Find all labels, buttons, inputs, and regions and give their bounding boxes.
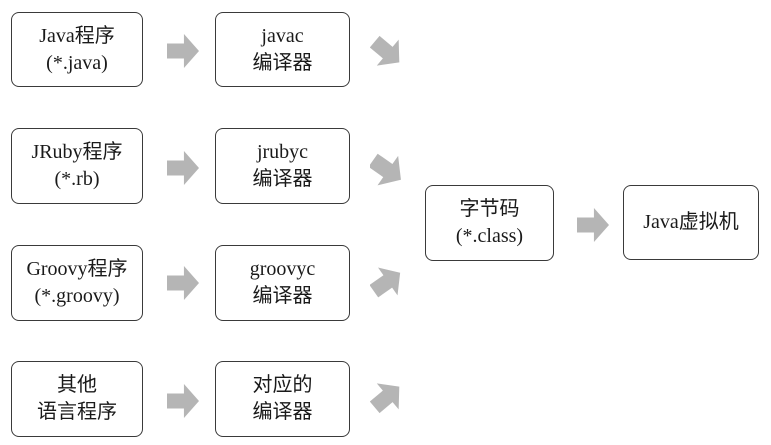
bytecode-ext: (*.class) <box>455 225 524 247</box>
groovyc-compiler-label: 编译器 <box>252 285 313 307</box>
java-program-label: Java程序 <box>39 24 115 47</box>
arrow-down-right-icon <box>370 35 404 69</box>
arrow-right-icon <box>167 266 199 300</box>
javac-compiler-name: javac <box>261 24 304 47</box>
arrow-up-right-icon <box>370 265 404 299</box>
other-program-sublabel: 语言程序 <box>37 401 117 423</box>
groovy-program-label: Groovy程序 <box>26 258 128 280</box>
java-program-box: Java程序 (*.java) <box>11 12 143 87</box>
other-compiler-label: 编译器 <box>252 401 313 423</box>
groovy-program-box: Groovy程序 (*.groovy) <box>11 245 143 321</box>
jruby-program-label: JRuby程序 <box>31 141 123 163</box>
jruby-program-ext: (*.rb) <box>54 168 100 190</box>
arrow-up-right-icon <box>370 380 404 414</box>
jrubyc-compiler-name: jrubyc <box>256 141 309 163</box>
arrow-right-icon <box>167 34 199 68</box>
other-compiler-box: 对应的 编译器 <box>215 361 350 437</box>
arrow-down-right-icon <box>370 152 404 188</box>
other-program-box: 其他 语言程序 <box>11 361 143 437</box>
javac-compiler-box: javac 编译器 <box>215 12 350 87</box>
bytecode-box: 字节码 (*.class) <box>425 185 554 261</box>
jrubyc-compiler-box: jrubyc 编译器 <box>215 128 350 204</box>
other-compiler-name: 对应的 <box>252 374 313 396</box>
bytecode-label: 字节码 <box>459 198 520 220</box>
arrow-right-icon <box>167 384 199 418</box>
groovy-program-ext: (*.groovy) <box>34 285 120 307</box>
arrow-right-icon <box>167 151 199 185</box>
jvm-label: Java虚拟机 <box>643 211 739 233</box>
other-program-label: 其他 <box>57 374 97 396</box>
arrow-right-icon <box>577 207 609 243</box>
java-program-ext: (*.java) <box>46 51 108 74</box>
javac-compiler-label: 编译器 <box>252 51 313 74</box>
jrubyc-compiler-label: 编译器 <box>252 168 313 190</box>
jvm-box: Java虚拟机 <box>623 185 759 260</box>
groovyc-compiler-box: groovyc 编译器 <box>215 245 350 321</box>
jruby-program-box: JRuby程序 (*.rb) <box>11 128 143 204</box>
groovyc-compiler-name: groovyc <box>249 258 316 280</box>
